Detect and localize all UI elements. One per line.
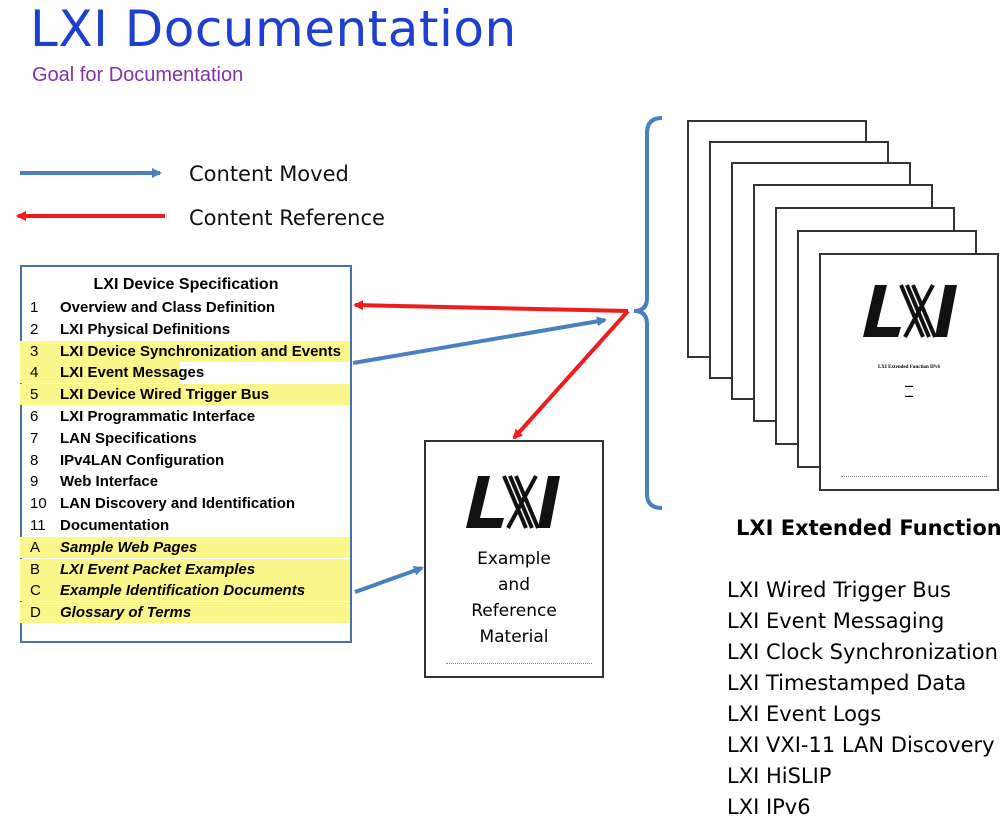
device-spec-title: LXI Device Specification [93,276,279,293]
spec-section-number: 8 [30,451,39,469]
highlight-marker [20,558,350,580]
highlight-marker [20,384,350,406]
reference-line-1: Example [477,549,551,569]
arrow-appendix-to-reference [354,565,424,594]
page-subtitle: Goal for Documentation [32,64,244,86]
spec-section-number: D [30,604,41,622]
spec-section-number: 6 [30,408,39,425]
spec-section-number: 9 [30,473,39,491]
doc-footer-line [841,476,987,479]
extended-function-item: LXI VXI-11 LAN Discovery [727,733,995,757]
extended-function-item: LXI IPv6 [727,795,811,819]
spec-section-number: 5 [30,386,39,404]
arrow-sync-to-extended [352,316,607,365]
spec-section-number: A [30,538,41,556]
doc-footer-line [446,663,592,666]
spec-section-number: 10 [30,495,47,513]
lxi-logo-icon [466,475,560,529]
spec-section-title: LXI Event Messages [60,364,205,382]
spec-section-title: LAN Specifications [60,429,197,447]
reference-material-doc: Example and Reference Material [424,440,604,678]
lxi-logo-icon [863,284,957,338]
extended-brace [633,116,663,510]
spec-section-number: 7 [30,429,39,447]
extended-function-item: LXI Clock Synchronization [727,640,998,664]
arrow-ref-to-overview [353,300,629,313]
extended-function-item: LXI Event Messaging [727,609,945,633]
extended-function-item: LXI Event Logs [727,702,882,726]
highlight-marker [20,602,350,624]
extended-doc-meta: ▬▬ [905,383,913,388]
spec-section-title: LXI Event Packet Examples [60,560,256,578]
legend-reference-label: Content Reference [189,206,385,230]
spec-section-title: Overview and Class Definition [60,299,276,316]
reference-line-3: Reference [471,601,557,621]
spec-section-title: LXI Device Wired Trigger Bus [60,386,270,404]
spec-section-number: B [30,560,41,578]
extended-function-item: LXI Wired Trigger Bus [727,578,951,602]
extended-doc-title: LXI Extended Function IPv6 [877,365,941,370]
extended-function-item: LXI Timestamped Data [727,671,967,695]
spec-section-number: 2 [30,320,39,338]
spec-section-title: Web Interface [60,473,159,491]
extended-functions-heading: LXI Extended Functions [736,516,1000,540]
spec-section-title: LXI Device Synchronization and Events [60,342,341,360]
page-title: LXI Documentation [30,0,517,58]
spec-section-number: 11 [30,517,46,534]
extended-doc-meta: ▬▬ [905,393,913,398]
highlight-marker [20,340,350,362]
extended-doc-front-page: LXI Extended Function IPv6 ▬▬ ▬▬ [819,253,999,491]
highlight-marker [20,580,350,602]
spec-section-title: Documentation [60,517,170,534]
reference-line-4: Material [479,627,549,647]
highlight-marker [20,362,180,384]
reference-line-2: and [498,575,530,595]
spec-section-number: 3 [30,342,39,360]
spec-section-number: 4 [30,364,39,382]
legend-moved-label: Content Moved [189,162,349,186]
highlight-marker [20,536,350,558]
arrow-ref-to-reference-doc [512,309,630,440]
spec-section-title: LAN Discovery and Identification [60,495,296,513]
device-spec-box: LXI Device Specification 1 Overview and C… [20,265,352,643]
spec-section-title: Sample Web Pages [60,538,198,556]
spec-section-number: 1 [30,299,39,316]
spec-section-title: IPv4LAN Configuration [60,451,225,469]
spec-section-title: Example Identification Documents [60,582,306,600]
spec-section-title: LXI Physical Definitions [60,320,231,338]
spec-section-number: C [30,582,41,600]
spec-section-title: LXI Programmatic Interface [60,408,256,425]
spec-section-title: Glossary of Terms [60,604,192,622]
extended-function-item: LXI HiSLIP [727,764,832,788]
